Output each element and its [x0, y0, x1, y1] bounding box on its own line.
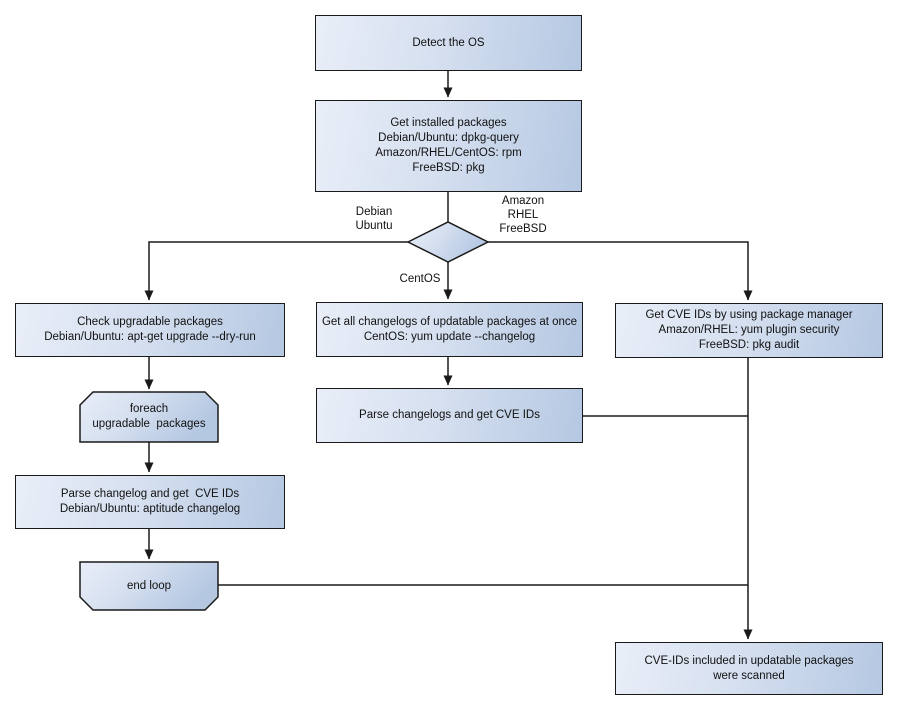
- node-text-line: upgradable packages: [92, 418, 206, 430]
- node-text-line: FreeBSD: pkg audit: [698, 339, 800, 351]
- node-get-installed-packages: Get installed packages Debian/Ubuntu: dp…: [315, 100, 582, 192]
- node-parse-changelogs: Parse changelogs and get CVE IDs: [316, 388, 583, 443]
- foreach-loop-shape: [79, 391, 219, 443]
- node-end-loop: end loop: [80, 562, 218, 610]
- node-parse-changelog-aptitude: Parse changelog and get CVE IDs Debian/U…: [15, 475, 285, 529]
- edge-decision-to-get-cve-ids: [488, 241, 753, 301]
- node-text-line: Parse changelog and get CVE IDs: [60, 488, 240, 500]
- edge-label-line: CentOS: [399, 273, 441, 285]
- node-text-line: Amazon/RHEL: yum plugin security: [658, 324, 840, 336]
- node-text-line: Check upgradable packages: [77, 316, 223, 328]
- node-text-line: Parse changelogs and get CVE IDs: [359, 409, 540, 421]
- node-text-line: Get CVE IDs by using package manager: [645, 309, 853, 321]
- node-text-line: Amazon/RHEL/CentOS: rpm: [375, 147, 522, 159]
- node-text-line: end loop: [126, 579, 172, 592]
- edge-label-line: RHEL: [507, 209, 539, 221]
- node-foreach-loop: foreach upgradable packages: [80, 392, 218, 442]
- node-text-line: were scanned: [713, 669, 785, 682]
- node-get-cve-ids: Get CVE IDs by using package manager Ama…: [615, 303, 883, 358]
- edge-label-centos: CentOS: [385, 272, 455, 286]
- edge-label-line: FreeBSD: [499, 223, 547, 235]
- os-decision-diamond: [406, 221, 490, 263]
- edge-label-line: Amazon: [501, 195, 545, 207]
- edge-label-line: Debian: [355, 206, 393, 218]
- node-text-line: CentOS: yum update --changelog: [363, 330, 536, 343]
- node-check-upgradable: Check upgradable packages Debian/Ubuntu:…: [15, 303, 285, 357]
- node-text-line: foreach: [129, 403, 169, 415]
- edge-decision-to-check-upgradable: [144, 241, 408, 301]
- edge-label-line: Ubuntu: [355, 220, 393, 232]
- edge-label-amazon-rhel-freebsd: Amazon RHEL FreeBSD: [483, 194, 563, 236]
- node-text-line: CVE-IDs included in updatable packages: [644, 654, 854, 667]
- node-text-line: Detect the OS: [412, 36, 485, 49]
- end-loop-shape: [79, 561, 219, 611]
- node-text-line: Debian/Ubuntu: apt-get upgrade --dry-run: [44, 331, 256, 343]
- node-scanned-result: CVE-IDs included in updatable packages w…: [615, 642, 883, 695]
- node-text-line: Get installed packages: [390, 117, 507, 129]
- node-text-line: Debian/Ubuntu: dpkg-query: [378, 132, 519, 144]
- node-text-line: Debian/Ubuntu: aptitude changelog: [59, 503, 241, 515]
- node-detect-os: Detect the OS: [315, 15, 582, 71]
- node-get-all-changelogs: Get all changelogs of updatable packages…: [316, 302, 583, 357]
- edge-label-debian-ubuntu: Debian Ubuntu: [334, 205, 414, 233]
- node-text-line: FreeBSD: pkg: [412, 162, 485, 174]
- node-text-line: Get all changelogs of updatable packages…: [321, 315, 578, 328]
